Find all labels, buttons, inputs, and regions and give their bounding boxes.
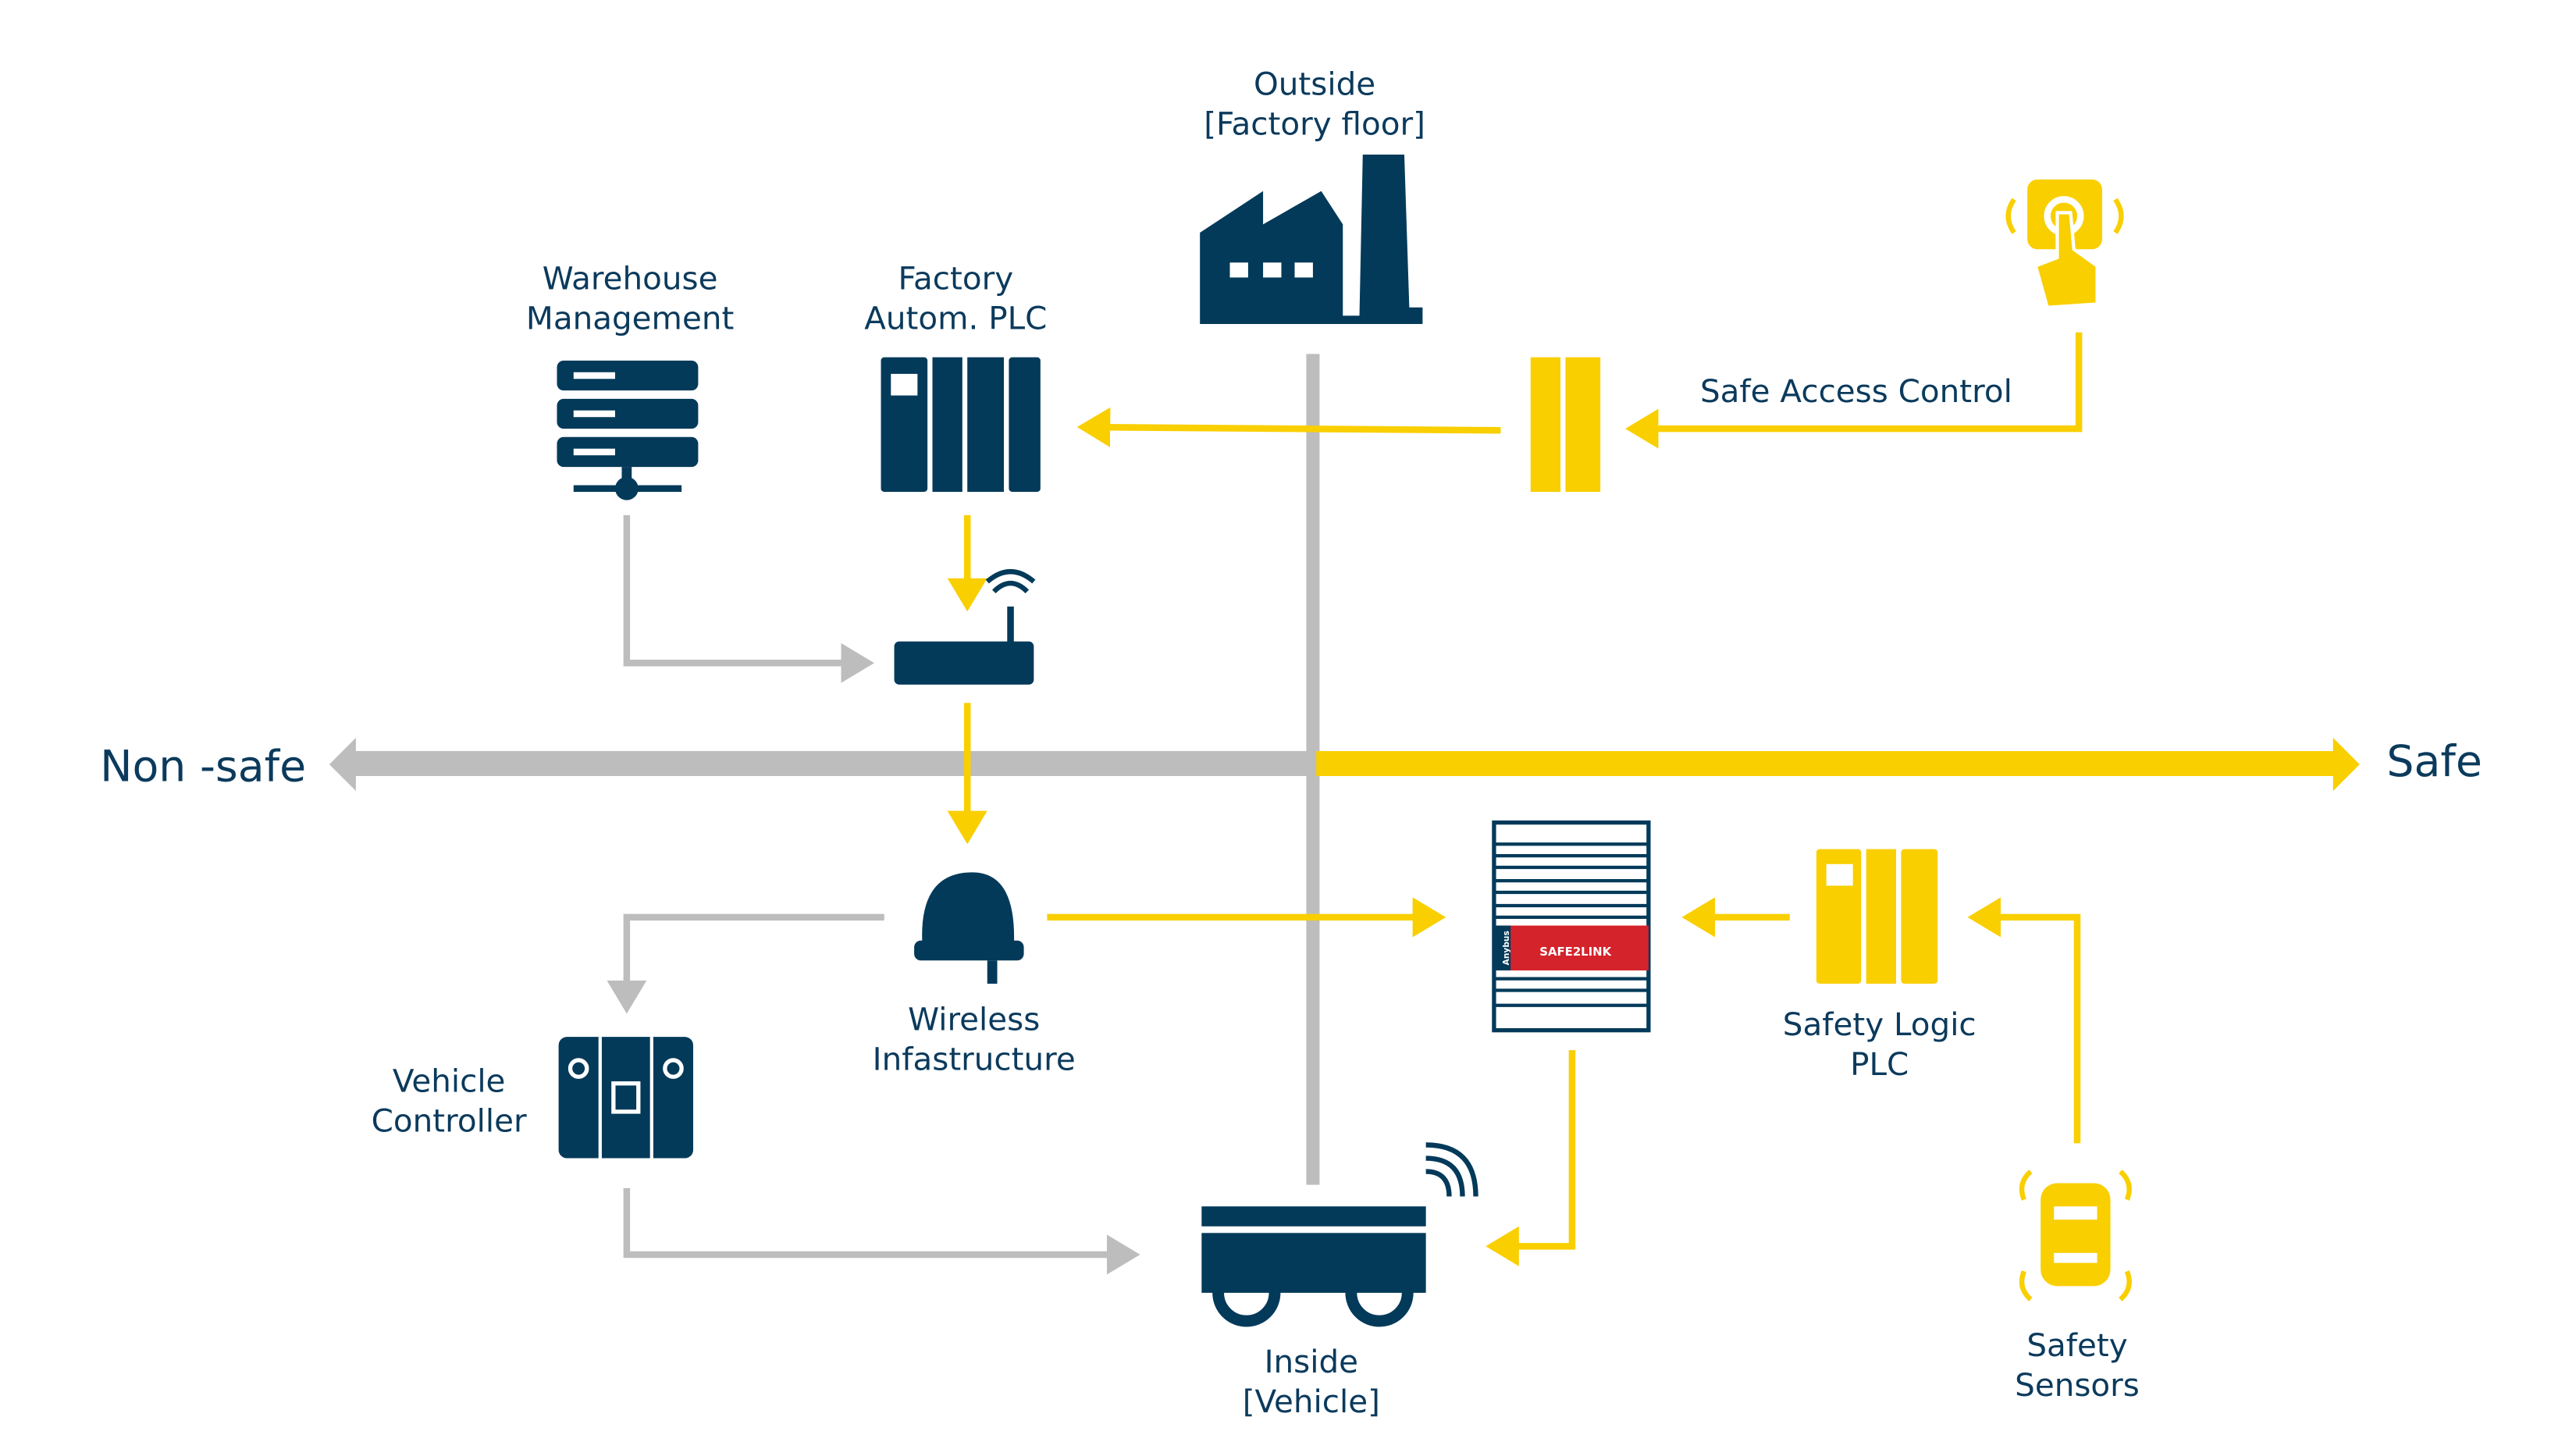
vehicle-controller-label: Vehicle — [393, 1062, 506, 1099]
safety-plc-label-sub: PLC — [1850, 1045, 1909, 1083]
safe2link-device-icon: Anybus SAFE2LINK — [1492, 820, 1651, 1033]
factory-icon — [1200, 154, 1423, 325]
sensors-label-sub: Sensors — [2015, 1366, 2140, 1404]
factory-plc-label: Factory — [898, 259, 1013, 297]
device-product-label: SAFE2LINK — [1539, 945, 1611, 959]
safe-axis — [1316, 738, 2360, 792]
plc-icon — [881, 357, 1041, 493]
safety-sensor-car-icon — [2019, 1170, 2132, 1301]
safe-access-label: Safe Access Control — [1700, 372, 2012, 410]
non-safe-label: Non -safe — [100, 742, 306, 792]
arrow-warehouse-to-router — [623, 514, 875, 683]
safety-plc-label: Safety Logic — [1783, 1006, 1976, 1043]
vehicle-controller-label-sub: Controller — [372, 1102, 527, 1139]
safe-label: Safe — [2386, 737, 2482, 787]
arrow-sensors-to-safety-plc — [1967, 897, 2081, 1144]
warehouse-label: Warehouse — [543, 259, 718, 297]
arrow-wireless-to-vehicle-controller — [607, 913, 884, 1014]
arrow-access-to-factory-plc — [1076, 407, 1501, 447]
server-icon — [557, 360, 699, 500]
non-safe-axis — [329, 738, 1317, 792]
arrow-button-to-access — [1625, 332, 2083, 449]
wireless-label-sub: Infastructure — [873, 1041, 1076, 1078]
wireless-label: Wireless — [908, 1001, 1040, 1038]
safety-plc-icon — [1816, 849, 1938, 984]
sensors-label: Safety — [2026, 1326, 2127, 1364]
inside-label-sub: [Vehicle] — [1243, 1383, 1380, 1420]
outside-label-sub: [Factory floor] — [1204, 105, 1425, 142]
touch-button-icon — [2005, 179, 2124, 310]
arrow-safe2link-to-vehicle — [1485, 1050, 1576, 1266]
vehicle-controller-icon — [558, 1037, 694, 1159]
inside-label: Inside — [1265, 1343, 1358, 1380]
antenna-icon — [914, 872, 1024, 984]
outside-label: Outside — [1254, 65, 1375, 102]
factory-plc-label-sub: Autom. PLC — [864, 299, 1047, 336]
agv-vehicle-icon — [1201, 1142, 1478, 1327]
warehouse-label-sub: Management — [526, 299, 734, 336]
device-brand-label: Anybus — [1501, 931, 1511, 965]
arrow-controller-to-vehicle — [623, 1187, 1140, 1275]
safety-io-module-icon — [1530, 357, 1601, 493]
router-icon — [894, 569, 1036, 685]
